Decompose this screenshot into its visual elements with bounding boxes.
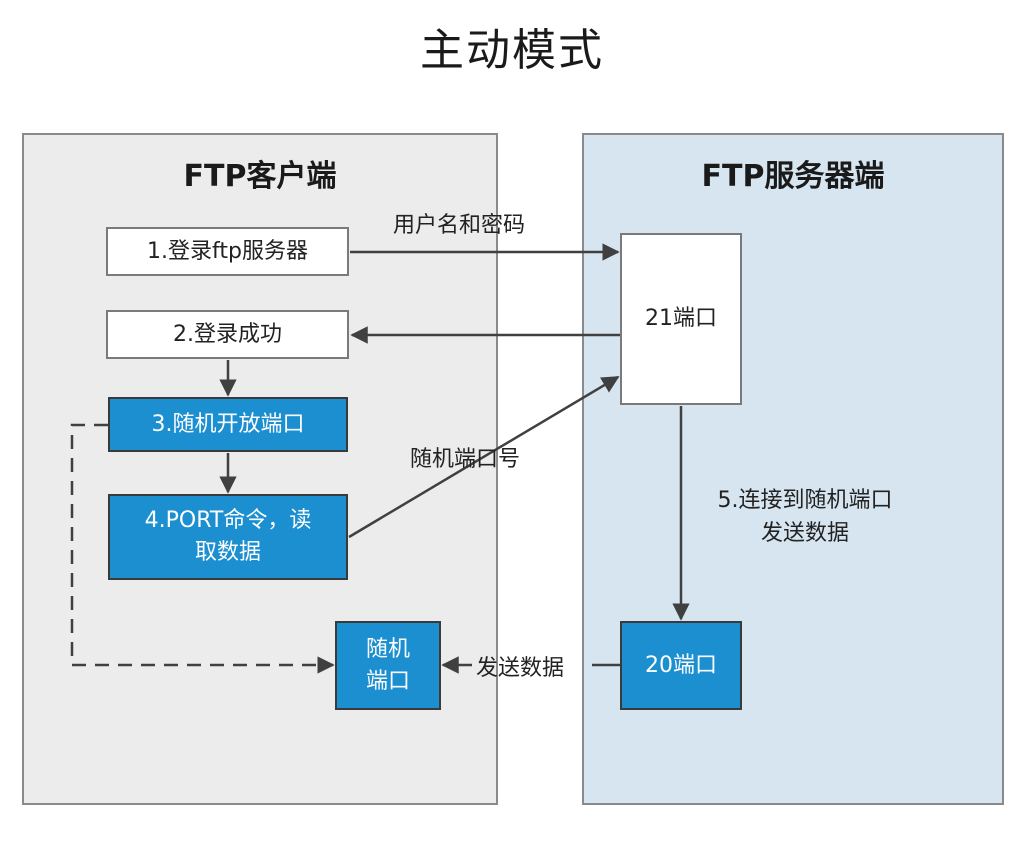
step5-label: 5.连接到随机端口 发送数据 [700,484,910,550]
arrow-port-command-to-port21 [348,375,620,539]
step1-login-label: 1.登录ftp服务器 [147,238,308,264]
send-data-label: 发送数据 [476,656,565,681]
step4-port-command-label-line1: 4.PORT命令，读 [144,508,312,534]
step4-port-command-box: 4.PORT命令，读 取数据 [108,494,348,580]
step3-open-random-port-box: 3.随机开放端口 [108,397,348,452]
random-port-number-label: 随机端口号 [410,447,521,472]
step5-label-line2: 发送数据 [760,521,849,546]
step3-open-random-port-label: 3.随机开放端口 [151,411,305,437]
dashed-arrow-open-port-to-random-port [70,423,335,674]
step4-port-command-label-line2: 取数据 [194,540,261,565]
credentials-label: 用户名和密码 [393,213,526,238]
ftp-client-title: FTP客户端 [183,159,337,194]
ftp-server-title: FTP服务器端 [701,159,885,194]
random-port-label-line1: 随机 [365,636,410,662]
port-21-label: 21端口 [645,306,717,332]
random-port-box: 随机 端口 [335,621,441,710]
step2-login-success-box: 2.登录成功 [106,310,349,359]
step1-login-box: 1.登录ftp服务器 [106,227,349,276]
port-21-box: 21端口 [620,233,742,405]
step2-login-success-label: 2.登录成功 [173,321,282,347]
port-20-box: 20端口 [620,621,742,710]
port-20-label: 20端口 [645,652,717,678]
diagram-title: 主动模式 [420,25,604,76]
step5-label-line1: 5.连接到随机端口 [717,488,893,513]
random-port-label-line2: 端口 [365,668,410,694]
